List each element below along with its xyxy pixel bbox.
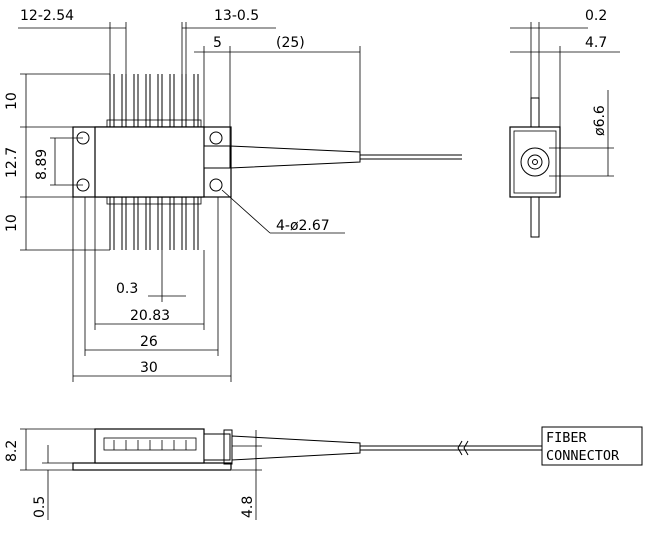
side-view: FIBER CONNECTOR 8.2 0.5 4.8: [4, 426, 643, 520]
side-body: [94, 428, 205, 464]
fiber-connector-box: [541, 426, 643, 466]
top-pins: [109, 74, 199, 127]
side-ferrule: [203, 433, 231, 461]
side-fiber-boot: [231, 435, 361, 461]
bottom-pins: [109, 197, 199, 250]
dim-body-height: 12.7: [4, 147, 20, 178]
dim-pin-pitch: 12-2.54: [20, 8, 74, 24]
dim-lead-offset: 5: [213, 35, 222, 51]
fiber-ferrule: [203, 145, 231, 169]
mount-hole: [209, 178, 223, 192]
dim-flange-width: 30: [140, 360, 158, 376]
dim-pin-small: 0.3: [116, 281, 138, 297]
dim-flange-depth: 4.7: [585, 35, 607, 51]
top-view: 12-2.54 13-0.5 5 (25) 10 12.7 8.89 10 4-…: [4, 8, 462, 382]
fiber-boot: [229, 145, 361, 169]
connector-label-line2: CONNECTOR: [546, 448, 620, 464]
dim-hole-spacing: 8.89: [34, 149, 50, 180]
dim-connector-dia: ø6.6: [592, 105, 608, 136]
dim-body-width: 26: [140, 334, 158, 350]
dim-flange-thickness: 0.2: [585, 8, 607, 24]
dim-pin-len-top: 10: [4, 92, 20, 110]
side-base: [72, 462, 232, 471]
mount-hole: [209, 131, 223, 145]
dim-pin-len-bottom: 10: [4, 214, 20, 232]
dim-pin-span: 20.83: [130, 308, 170, 324]
end-view: 0.2 4.7 ø6.6: [509, 8, 620, 238]
dim-base-thickness: 0.5: [32, 496, 48, 518]
dim-side-height: 8.2: [4, 440, 20, 462]
dim-fiber-length: (25): [276, 35, 305, 51]
dim-fiber-height: 4.8: [240, 496, 256, 518]
dim-mount-holes: 4-ø2.67: [276, 218, 330, 234]
dim-pin-width: 13-0.5: [214, 8, 259, 24]
package-body: [94, 126, 205, 198]
connector-label-line1: FIBER: [546, 430, 588, 446]
